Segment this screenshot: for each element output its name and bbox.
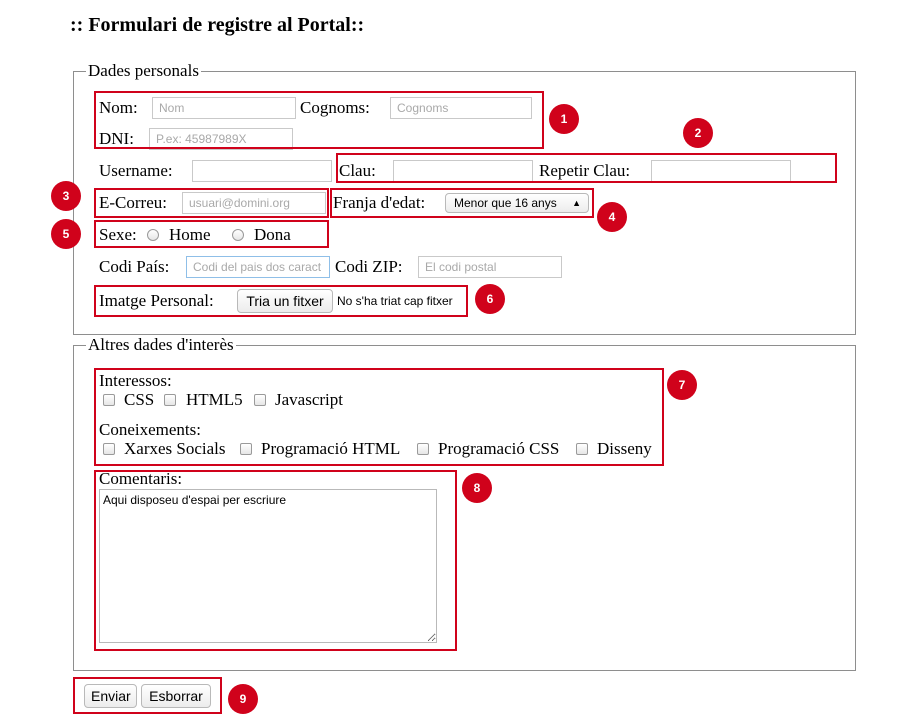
- checkbox-html5-label: HTML5: [186, 390, 243, 409]
- checkbox-xarxes-socials[interactable]: [103, 443, 115, 455]
- codi-zip-label: Codi ZIP:: [335, 257, 403, 276]
- sexe-label: Sexe:: [99, 225, 137, 244]
- checkbox-disseny-label: Disseny: [597, 439, 652, 458]
- checkbox-disseny[interactable]: [576, 443, 588, 455]
- personal-data-legend: Dades personals: [88, 61, 199, 80]
- checkbox-programacio-html[interactable]: [240, 443, 252, 455]
- annotation-box-1: [94, 91, 544, 149]
- interest-data-fieldset: Altres dades d'interès: [73, 335, 856, 671]
- send-button[interactable]: Enviar: [84, 684, 137, 708]
- checkbox-html5[interactable]: [164, 394, 176, 406]
- comentaris-label: Comentaris:: [99, 469, 183, 488]
- badge-4: 4: [597, 202, 627, 232]
- page-title: :: Formulari de registre al Portal::: [70, 14, 365, 36]
- badge-5: 5: [51, 219, 81, 249]
- annotation-box-7: [94, 368, 664, 466]
- nom-label: Nom:: [99, 98, 138, 117]
- imatge-personal-label: Imatge Personal:: [99, 291, 214, 310]
- badge-6: 6: [475, 284, 505, 314]
- checkbox-javascript-label: Javascript: [275, 390, 343, 409]
- franja-edat-value: Menor que 16 anys: [454, 196, 557, 210]
- checkbox-javascript[interactable]: [254, 394, 266, 406]
- nom-input[interactable]: [152, 97, 296, 119]
- badge-8: 8: [462, 473, 492, 503]
- interest-data-legend: Altres dades d'interès: [88, 335, 234, 354]
- badge-3: 3: [51, 181, 81, 211]
- badge-9: 9: [228, 684, 258, 714]
- dni-label: DNI:: [99, 129, 134, 148]
- checkbox-xarxes-socials-label: Xarxes Socials: [124, 439, 226, 458]
- coneixements-label: Coneixements:: [99, 420, 201, 439]
- email-input[interactable]: [182, 192, 326, 214]
- clau-input[interactable]: [393, 160, 533, 182]
- annotation-box-5: [94, 220, 329, 248]
- radio-home-label: Home: [169, 225, 211, 244]
- badge-7: 7: [667, 370, 697, 400]
- username-label: Username:: [99, 161, 173, 180]
- cognoms-input[interactable]: [390, 97, 532, 119]
- checkbox-css[interactable]: [103, 394, 115, 406]
- codi-zip-input[interactable]: [418, 256, 562, 278]
- annotation-box-3: [94, 188, 329, 218]
- annotation-box-2: [336, 153, 837, 183]
- username-input[interactable]: [192, 160, 332, 182]
- select-arrows-icon: ▲: [572, 198, 581, 208]
- annotation-box-9: [73, 677, 222, 714]
- badge-2: 2: [683, 118, 713, 148]
- clau-label: Clau:: [339, 161, 376, 180]
- radio-dona-label: Dona: [254, 225, 291, 244]
- checkbox-programacio-css-label: Programació CSS: [438, 439, 560, 458]
- choose-file-button[interactable]: Tria un fitxer: [237, 289, 333, 313]
- file-status-text: No s'ha triat cap fitxer: [337, 294, 453, 308]
- checkbox-programacio-css[interactable]: [417, 443, 429, 455]
- codi-pais-input[interactable]: [186, 256, 330, 278]
- annotation-box-8: [94, 470, 457, 651]
- codi-pais-label: Codi País:: [99, 257, 170, 276]
- franja-edat-select[interactable]: Menor que 16 anys ▲: [445, 193, 589, 213]
- repetir-clau-input[interactable]: [651, 160, 791, 182]
- badge-1: 1: [549, 104, 579, 134]
- annotation-box-4: [330, 188, 594, 218]
- repetir-clau-label: Repetir Clau:: [539, 161, 631, 180]
- radio-dona[interactable]: [232, 229, 244, 241]
- annotation-box-6: [94, 285, 468, 317]
- interessos-label: Interessos:: [99, 371, 172, 390]
- comentaris-textarea[interactable]: Aqui disposeu d'espai per escriure: [99, 489, 437, 643]
- radio-home[interactable]: [147, 229, 159, 241]
- dni-input[interactable]: [149, 128, 293, 150]
- cognoms-label: Cognoms:: [300, 98, 370, 117]
- email-label: E-Correu:: [99, 193, 167, 212]
- checkbox-programacio-html-label: Programació HTML: [261, 439, 401, 458]
- checkbox-css-label: CSS: [124, 390, 155, 409]
- franja-edat-label: Franja d'edat:: [333, 193, 426, 212]
- clear-button[interactable]: Esborrar: [141, 684, 211, 708]
